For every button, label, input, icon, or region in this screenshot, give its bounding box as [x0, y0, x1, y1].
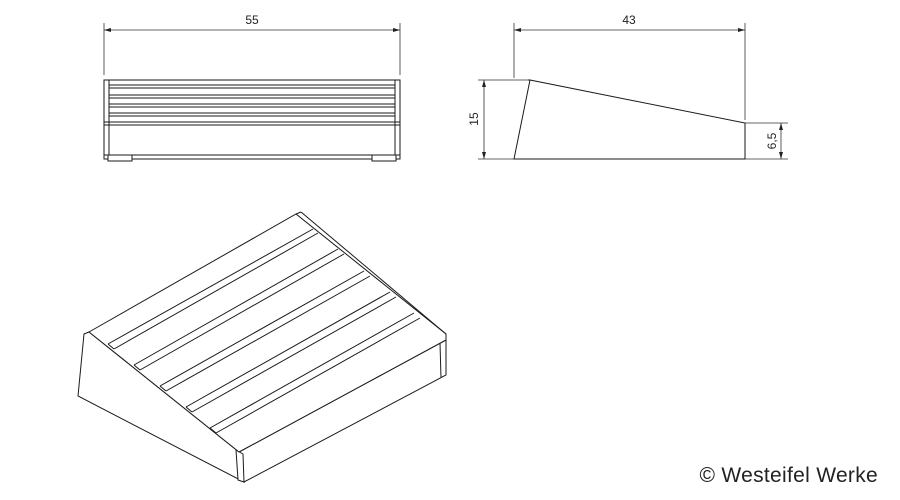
- dimension-side-height-high: 15: [467, 79, 528, 160]
- dimension-side-length: 43: [513, 13, 746, 120]
- dimension-label-43: 43: [622, 13, 636, 27]
- dimension-label-55: 55: [245, 13, 259, 27]
- iso-top-surface: [88, 213, 447, 453]
- copyright-credit: © Westeifel Werke: [699, 464, 878, 487]
- front-view: 55: [103, 13, 401, 162]
- dimension-front-width: 55: [103, 13, 401, 75]
- side-view: 43 15 6,5: [467, 13, 788, 160]
- dimension-label-15: 15: [467, 112, 481, 126]
- isometric-view: [77, 211, 447, 483]
- dimension-label-6-5: 6,5: [765, 132, 779, 149]
- front-view-body: [103, 79, 401, 160]
- dimension-side-height-low: 6,5: [745, 122, 788, 160]
- iso-slats: [107, 228, 421, 434]
- side-view-wedge: [513, 79, 746, 160]
